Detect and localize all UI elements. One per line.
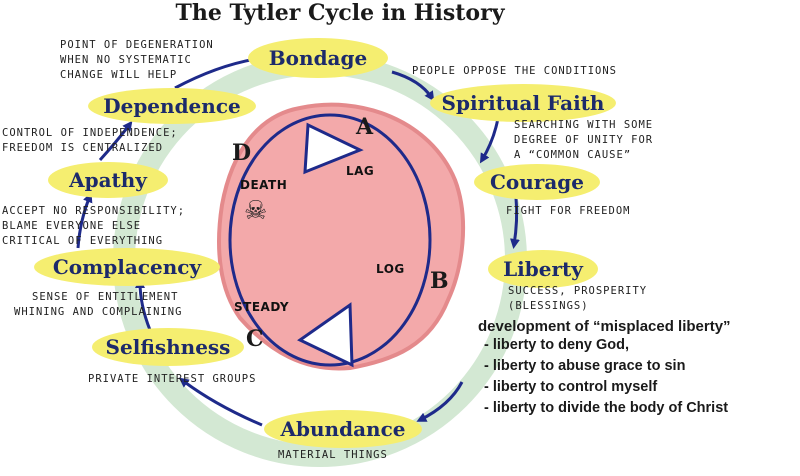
label-steady: STEADY	[234, 300, 290, 314]
arrow-faith-courage	[479, 117, 500, 164]
label-death: DEATH	[240, 178, 288, 192]
stage-complacency: Complacency	[34, 248, 220, 286]
arrow-complacency-apathy	[76, 192, 93, 249]
inner-cycle-loop	[228, 113, 432, 367]
arrow-bondage-faith	[391, 70, 435, 102]
misplaced-liberty-item: - liberty to control myself	[484, 379, 658, 395]
misplaced-liberty-item: - liberty to divide the body of Christ	[484, 400, 729, 416]
note-degeneration: POINT OF DEGENERATION WHEN NO SYSTEMATIC…	[60, 39, 214, 81]
label-d: D	[232, 140, 252, 166]
inner-arrowhead-top	[303, 122, 364, 175]
misplaced-liberty-item: - liberty to deny God,	[484, 337, 630, 353]
arrow-apathy-dependence	[98, 120, 133, 162]
label-log: LOG	[376, 262, 405, 276]
stage-dependence: Dependence	[88, 88, 256, 124]
stage-apathy: Apathy	[48, 162, 168, 198]
page-title: The Tytler Cycle in History	[175, 0, 505, 26]
inner-blob	[217, 102, 466, 371]
stage-spiritual-faith: Spiritual Faith	[430, 84, 616, 122]
arrow-abundance-selfishness	[178, 377, 263, 427]
note-responsibility: ACCEPT NO RESPONSIBILITY; BLAME EVERYONE…	[2, 205, 186, 247]
note-oppose: PEOPLE OPPOSE THE CONDITIONS	[412, 65, 618, 77]
stage-bondage: Bondage	[248, 38, 388, 78]
stage-courage: Courage	[474, 164, 600, 200]
label-lag: LAG	[346, 164, 375, 178]
misplaced-liberty-heading: development of “misplaced liberty”	[478, 318, 731, 335]
misplaced-liberty-list: development of “misplaced liberty” - lib…	[478, 318, 731, 419]
note-success: SUCCESS, PROSPERITY (BLESSINGS)	[508, 285, 648, 312]
inner-arrowhead-bottom	[297, 302, 354, 368]
stage-selfishness: Selfishness	[92, 328, 244, 366]
label-c: C	[246, 326, 264, 352]
misplaced-liberty-item: - liberty to abuse grace to sin	[484, 358, 686, 374]
stage-liberty: Liberty	[488, 250, 598, 288]
note-private: PRIVATE INTEREST GROUPS	[88, 373, 257, 385]
arrow-liberty-abundance	[416, 381, 464, 422]
label-a: A	[356, 114, 374, 140]
arrow-courage-liberty	[510, 197, 520, 249]
note-material: MATERIAL THINGS	[278, 449, 388, 461]
note-fight: FIGHT FOR FREEDOM	[506, 205, 631, 217]
note-entitlement: SENSE OF ENTITLEMENT WHINING AND COMPLAI…	[14, 291, 183, 318]
skull-crossbones-icon: ☠	[244, 196, 268, 226]
arrow-selfishness-complacency	[135, 278, 152, 331]
label-b: B	[430, 268, 449, 294]
note-control: CONTROL OF INDEPENDENCE; FREEDOM IS CENT…	[2, 127, 178, 154]
note-searching: SEARCHING WITH SOME DEGREE OF UNITY FOR …	[514, 119, 654, 161]
stage-abundance: Abundance	[264, 410, 422, 448]
